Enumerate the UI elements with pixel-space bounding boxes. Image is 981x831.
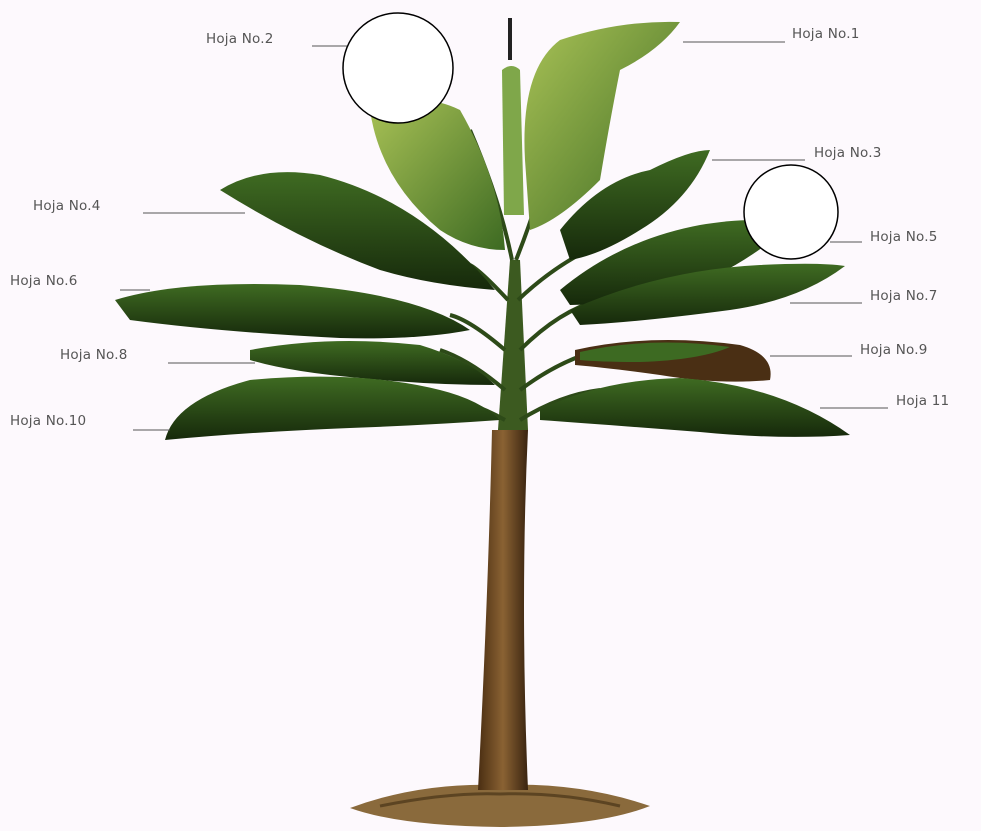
label-leaf-4: Hoja No.4 — [33, 198, 101, 214]
marker-circle-top-left — [343, 13, 453, 123]
label-leaf-2: Hoja No.2 — [206, 31, 274, 47]
marker-circle-right — [744, 165, 838, 259]
emerging-leaf — [502, 66, 524, 215]
label-leaf-1: Hoja No.1 — [792, 26, 860, 42]
leaf-11-blade — [540, 378, 850, 437]
leaf-10-blade — [165, 377, 500, 440]
label-leaf-5: Hoja No.5 — [870, 229, 938, 245]
label-leaf-8: Hoja No.8 — [60, 347, 128, 363]
central-spike — [508, 18, 512, 60]
pseudostem-trunk — [478, 430, 528, 790]
label-leaf-3: Hoja No.3 — [814, 145, 882, 161]
label-leaf-6: Hoja No.6 — [10, 273, 78, 289]
soil-mound — [350, 785, 650, 827]
leaf-6-blade — [115, 284, 470, 338]
label-leaf-10: Hoja No.10 — [10, 413, 86, 429]
label-leaf-11: Hoja 11 — [896, 393, 949, 409]
label-leaf-9: Hoja No.9 — [860, 342, 928, 358]
label-leaf-7: Hoja No.7 — [870, 288, 938, 304]
